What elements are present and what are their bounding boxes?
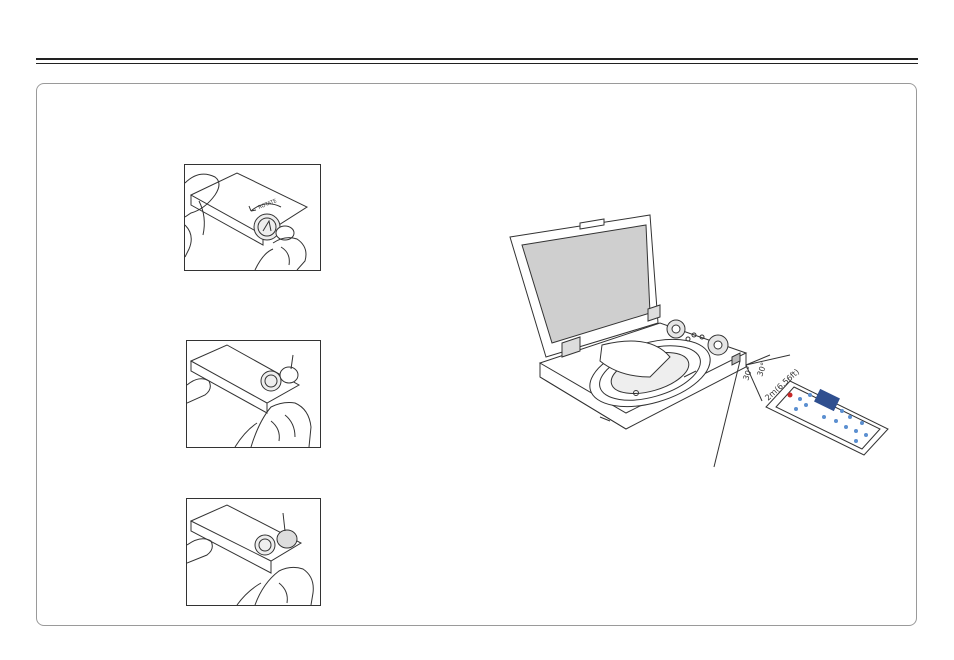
header-rule-thin	[36, 63, 918, 64]
battery-cover-rotate-illustration: ROTATE	[184, 164, 321, 271]
remote-cover-drawing	[187, 499, 320, 605]
player-remote-drawing: 30° 30° 2m(6.56ft)	[500, 205, 900, 485]
remote-back-drawing: ROTATE	[185, 165, 320, 270]
portable-player-illustration: 30° 30° 2m(6.56ft)	[500, 205, 900, 490]
battery-remove-illustration	[186, 340, 321, 448]
remote-battery-drawing	[187, 341, 320, 447]
angle-label-right: 30°	[755, 361, 768, 377]
header-rule	[36, 58, 918, 60]
battery-replace-illustration	[186, 498, 321, 606]
